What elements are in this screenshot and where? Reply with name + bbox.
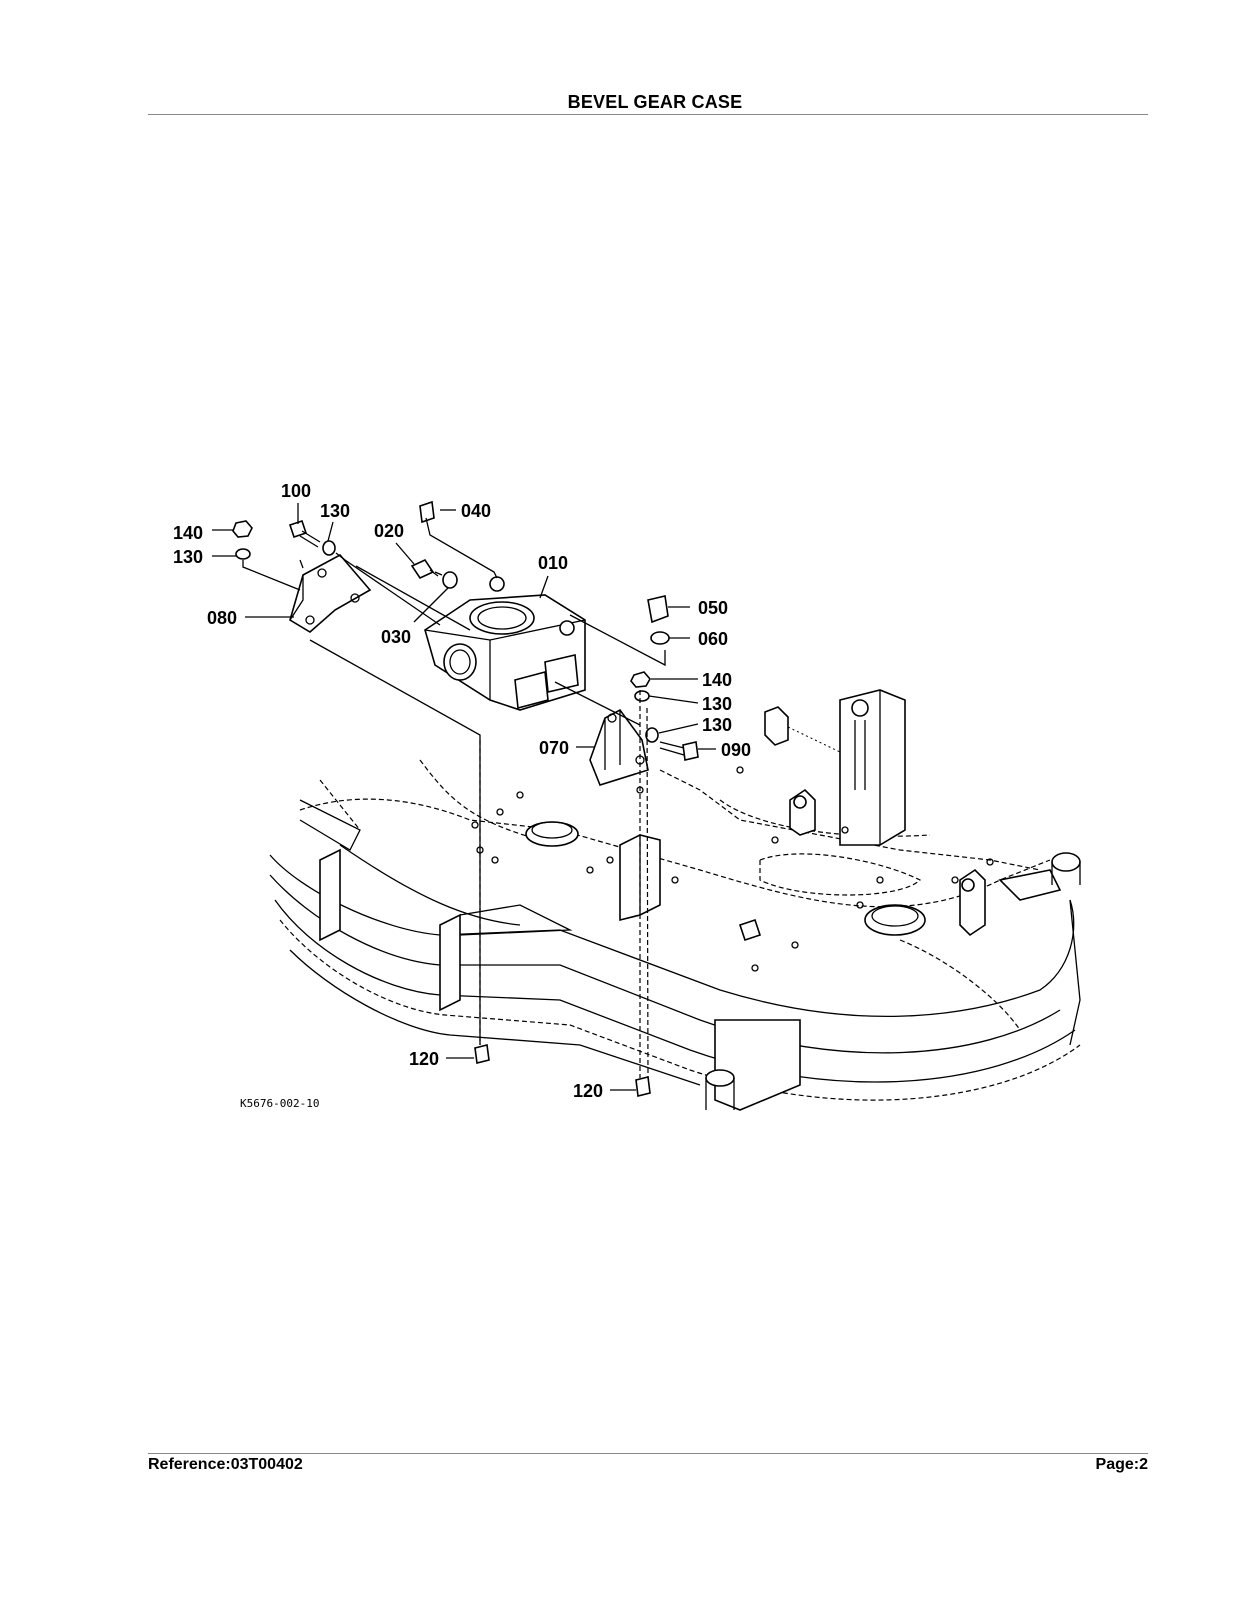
- washer-060: [650, 631, 670, 645]
- washer-130-d: [645, 727, 659, 743]
- bevel-gear-case: [424, 576, 586, 711]
- bolt-120-b: [635, 1076, 651, 1097]
- callout-010: 010: [538, 553, 568, 573]
- page-number: Page:2: [1095, 1456, 1148, 1473]
- deck-holes: [471, 766, 994, 972]
- washer-130-c: [634, 690, 650, 702]
- figure-code: K5676-002-10: [240, 1097, 319, 1110]
- footer-rule: [148, 1453, 1148, 1454]
- callout-020: 020: [374, 521, 404, 541]
- cap-050: [647, 595, 669, 624]
- callout-030: 030: [381, 627, 411, 647]
- callout-140-left: 140: [173, 523, 203, 543]
- washer-030: [442, 571, 458, 589]
- bolt-100: [288, 519, 321, 548]
- bracket-070: [589, 708, 649, 786]
- callout-130-right-upper: 130: [702, 694, 732, 714]
- header-rule: [148, 114, 1148, 115]
- washer-130-b: [322, 540, 336, 556]
- bolt-120: [474, 1044, 490, 1064]
- nut-140-b: [630, 671, 651, 688]
- page-title: BEVEL GEAR CASE: [567, 92, 743, 112]
- callout-120-right: 120: [573, 1081, 603, 1101]
- washer-130: [235, 548, 251, 560]
- callout-060: 060: [698, 629, 728, 649]
- bracket-080: [289, 553, 372, 633]
- callout-090: 090: [721, 740, 751, 760]
- callout-040: 040: [461, 501, 491, 521]
- nut-140: [232, 520, 253, 538]
- assembly-lines: [242, 517, 666, 1079]
- bolt-090: [659, 741, 699, 761]
- callout-080: 080: [207, 608, 237, 628]
- callout-leaders: [212, 503, 716, 1091]
- callout-130-upper: 130: [320, 501, 350, 521]
- callout-130-left: 130: [173, 547, 203, 567]
- callout-100: 100: [281, 481, 311, 501]
- fitting-020: [410, 558, 435, 580]
- callout-120-left: 120: [409, 1049, 439, 1069]
- callout-140-right: 140: [702, 670, 732, 690]
- callout-050: 050: [698, 598, 728, 618]
- reference-number: Reference:03T00402: [148, 1456, 303, 1473]
- callout-130-right-lower: 130: [702, 715, 732, 735]
- callout-070: 070: [539, 738, 569, 758]
- plug-040: [419, 500, 435, 524]
